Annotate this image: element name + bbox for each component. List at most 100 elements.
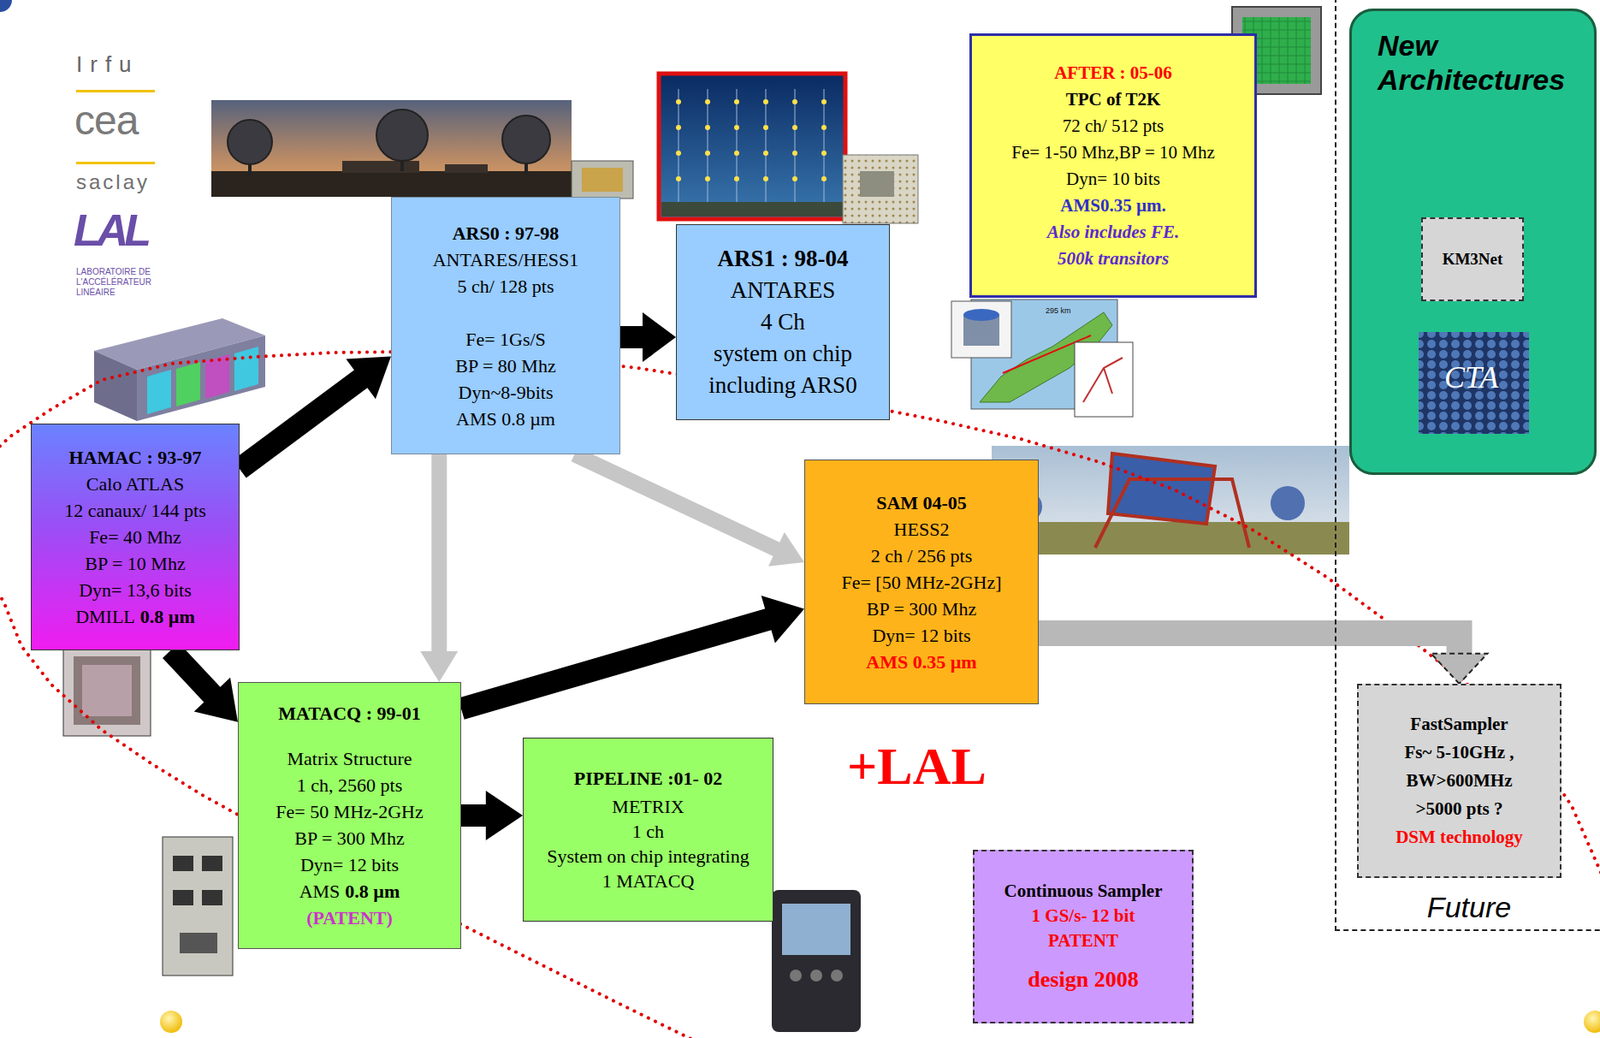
box-heading: Future	[1427, 890, 1512, 924]
text-line: 500k transitors	[978, 245, 1248, 273]
box-heading: SAM 04-05	[876, 491, 967, 514]
bottom-bar	[189, 1019, 1575, 1025]
chip-box: ARS0 : 97-98ANTARES/HESS15 ch/ 128 ptsFe…	[391, 196, 621, 455]
image-caption: CTA	[1444, 359, 1499, 397]
board-photo	[162, 836, 233, 976]
box-text: Calo ATLAS	[86, 473, 184, 495]
text-block: KM3Net	[1429, 248, 1516, 270]
logo-mark: LAL	[73, 203, 148, 257]
box-text: Dyn= 12 bits	[300, 853, 399, 876]
atlas-calorimeter	[94, 318, 266, 421]
logo-rule	[76, 161, 155, 165]
oscilloscope-photo	[771, 889, 861, 1032]
arrow-shaft	[431, 454, 447, 656]
flow-arrow	[170, 650, 238, 723]
box-heading: MATACQ : 99-01	[278, 702, 421, 724]
text-line: Dyn= 10 bits	[978, 165, 1248, 193]
box-heading: HAMAC : 93-97	[68, 446, 202, 469]
text-line: HESS2	[811, 515, 1032, 543]
board-photo	[842, 154, 919, 224]
hess2-photo	[991, 521, 1350, 555]
atlas-calorimeter	[147, 369, 172, 415]
hess-photo	[227, 119, 273, 165]
oscilloscope-photo	[771, 889, 861, 1032]
chip-box: MATACQ : 99-01Matrix Structure1 ch, 2560…	[237, 681, 462, 949]
text-line: ARS0 : 97-98	[398, 219, 613, 247]
text-line: Also includes FE.	[978, 219, 1248, 246]
oscilloscope-photo	[830, 969, 843, 982]
flow-arrow	[1038, 633, 1488, 684]
board-photo	[201, 855, 223, 872]
atlas-calorimeter	[176, 361, 201, 407]
text-line: ARS1 : 98-04	[683, 242, 883, 275]
text-line: design 2008	[981, 965, 1186, 996]
chip-box: SAM 04-05HESS22 ch / 256 ptsFe= [50 MHz-…	[804, 459, 1039, 705]
text-line: BP = 300 Mhz	[811, 595, 1032, 623]
flow-arrow	[420, 454, 458, 682]
box-text: Fe= [50 MHz-2GHz]	[841, 571, 1002, 593]
future-panel	[1349, 8, 1597, 475]
flow-arrow	[461, 790, 523, 841]
text-line: SAM 04-05	[811, 489, 1032, 516]
arrow-shaft	[170, 650, 216, 700]
chip-box: PIPELINE :01- 02METRIX1 chSystem on chip…	[522, 737, 774, 922]
box-text: Dyn~8-9bits	[458, 381, 554, 403]
box-text: Also includes FE.	[1047, 221, 1180, 243]
arrow-shaft	[239, 375, 366, 469]
beamline-sketch	[1074, 342, 1133, 417]
text-line: AMS0.35 µm.	[978, 192, 1248, 220]
box-text: 5 ch/ 128 pts	[456, 275, 554, 297]
logo-text: cea	[74, 95, 138, 146]
text-line: 1 ch, 2560 pts	[245, 771, 454, 799]
text-block: AFTER : 05-06TPC of T2K72 ch/ 512 ptsFe=…	[978, 59, 1248, 273]
bottom-bar	[1583, 1010, 1600, 1033]
future-region: Future New ArchitecturesKM3NetFastSampler…	[1334, 0, 1600, 931]
text-line: >5000 pts ?	[1365, 794, 1553, 824]
text-block: SAM 04-05HESS22 ch / 256 ptsFe= [50 MHz-…	[811, 489, 1032, 676]
bottom-bar	[160, 1010, 1600, 1033]
text-line: PATENT	[981, 928, 1186, 954]
box-text: Fs~ 5-10GHz ,	[1404, 741, 1514, 763]
text-line: New Architectures	[1377, 28, 1589, 97]
text-line: HAMAC : 93-97	[38, 444, 232, 471]
board-photo	[859, 171, 895, 197]
chip-box: ARS1 : 98-04ANTARES4 Chsystem on chip in…	[675, 224, 890, 421]
box-text: 1 ch, 2560 pts	[296, 774, 403, 796]
text-line: 2 ch / 256 pts	[811, 542, 1032, 569]
bottom-bar	[160, 1010, 183, 1033]
box-text: AMS 0.35 µm	[865, 651, 977, 673]
chip-photo	[63, 645, 151, 736]
flow-arrow	[574, 454, 805, 567]
text-line: AMS 0.8 µm	[398, 405, 613, 433]
text-line: Fe= [50 MHz-2GHz]	[811, 568, 1032, 596]
text-block: FastSamplerFs~ 5-10GHz ,BW>600MHz>5000 p…	[1365, 710, 1553, 852]
board-photo	[172, 855, 194, 872]
map-label: 295 km	[1045, 306, 1072, 316]
box-text: 12 canaux/ 144 pts	[64, 499, 207, 522]
project-box: KM3Net	[1421, 217, 1524, 302]
text-line: Dyn~8-9bits	[398, 379, 613, 406]
antares-picture	[663, 88, 841, 202]
text-line: ANTARES/HESS1	[398, 246, 613, 273]
text-line: system on chip including ARS0	[683, 337, 883, 402]
arrow-shaft	[574, 454, 781, 552]
box-text: 72 ch/ 512 pts	[1062, 115, 1164, 137]
text-block: ARS1 : 98-04ANTARES4 Chsystem on chip in…	[683, 242, 883, 402]
box-heading: FastSampler	[1410, 713, 1508, 735]
future-panel	[1349, 8, 1597, 475]
text-line: PIPELINE :01- 02	[542, 765, 754, 791]
box-text: Fe= 50 MHz-2GHz	[275, 800, 424, 823]
text-line: Continuous Sampler	[981, 878, 1186, 904]
text-line: 72 ch/ 512 pts	[978, 112, 1248, 140]
box-heading: New Architectures	[1377, 29, 1565, 96]
hess-photo	[444, 164, 488, 173]
text-block: ARS0 : 97-98ANTARES/HESS15 ch/ 128 ptsFe…	[398, 219, 613, 433]
box-heading: KM3Net	[1442, 249, 1504, 268]
arrow-shaft	[461, 617, 774, 709]
box-text: design 2008	[1027, 966, 1138, 992]
text-line: BP = 300 Mhz	[245, 824, 454, 852]
text-block: Continuous Sampler1 GS/s- 12 bitPATENTde…	[981, 878, 1186, 996]
hess2-photo	[1270, 485, 1305, 521]
detector-picture	[951, 301, 1012, 358]
box-text: Dyn= 10 bits	[1066, 168, 1161, 190]
